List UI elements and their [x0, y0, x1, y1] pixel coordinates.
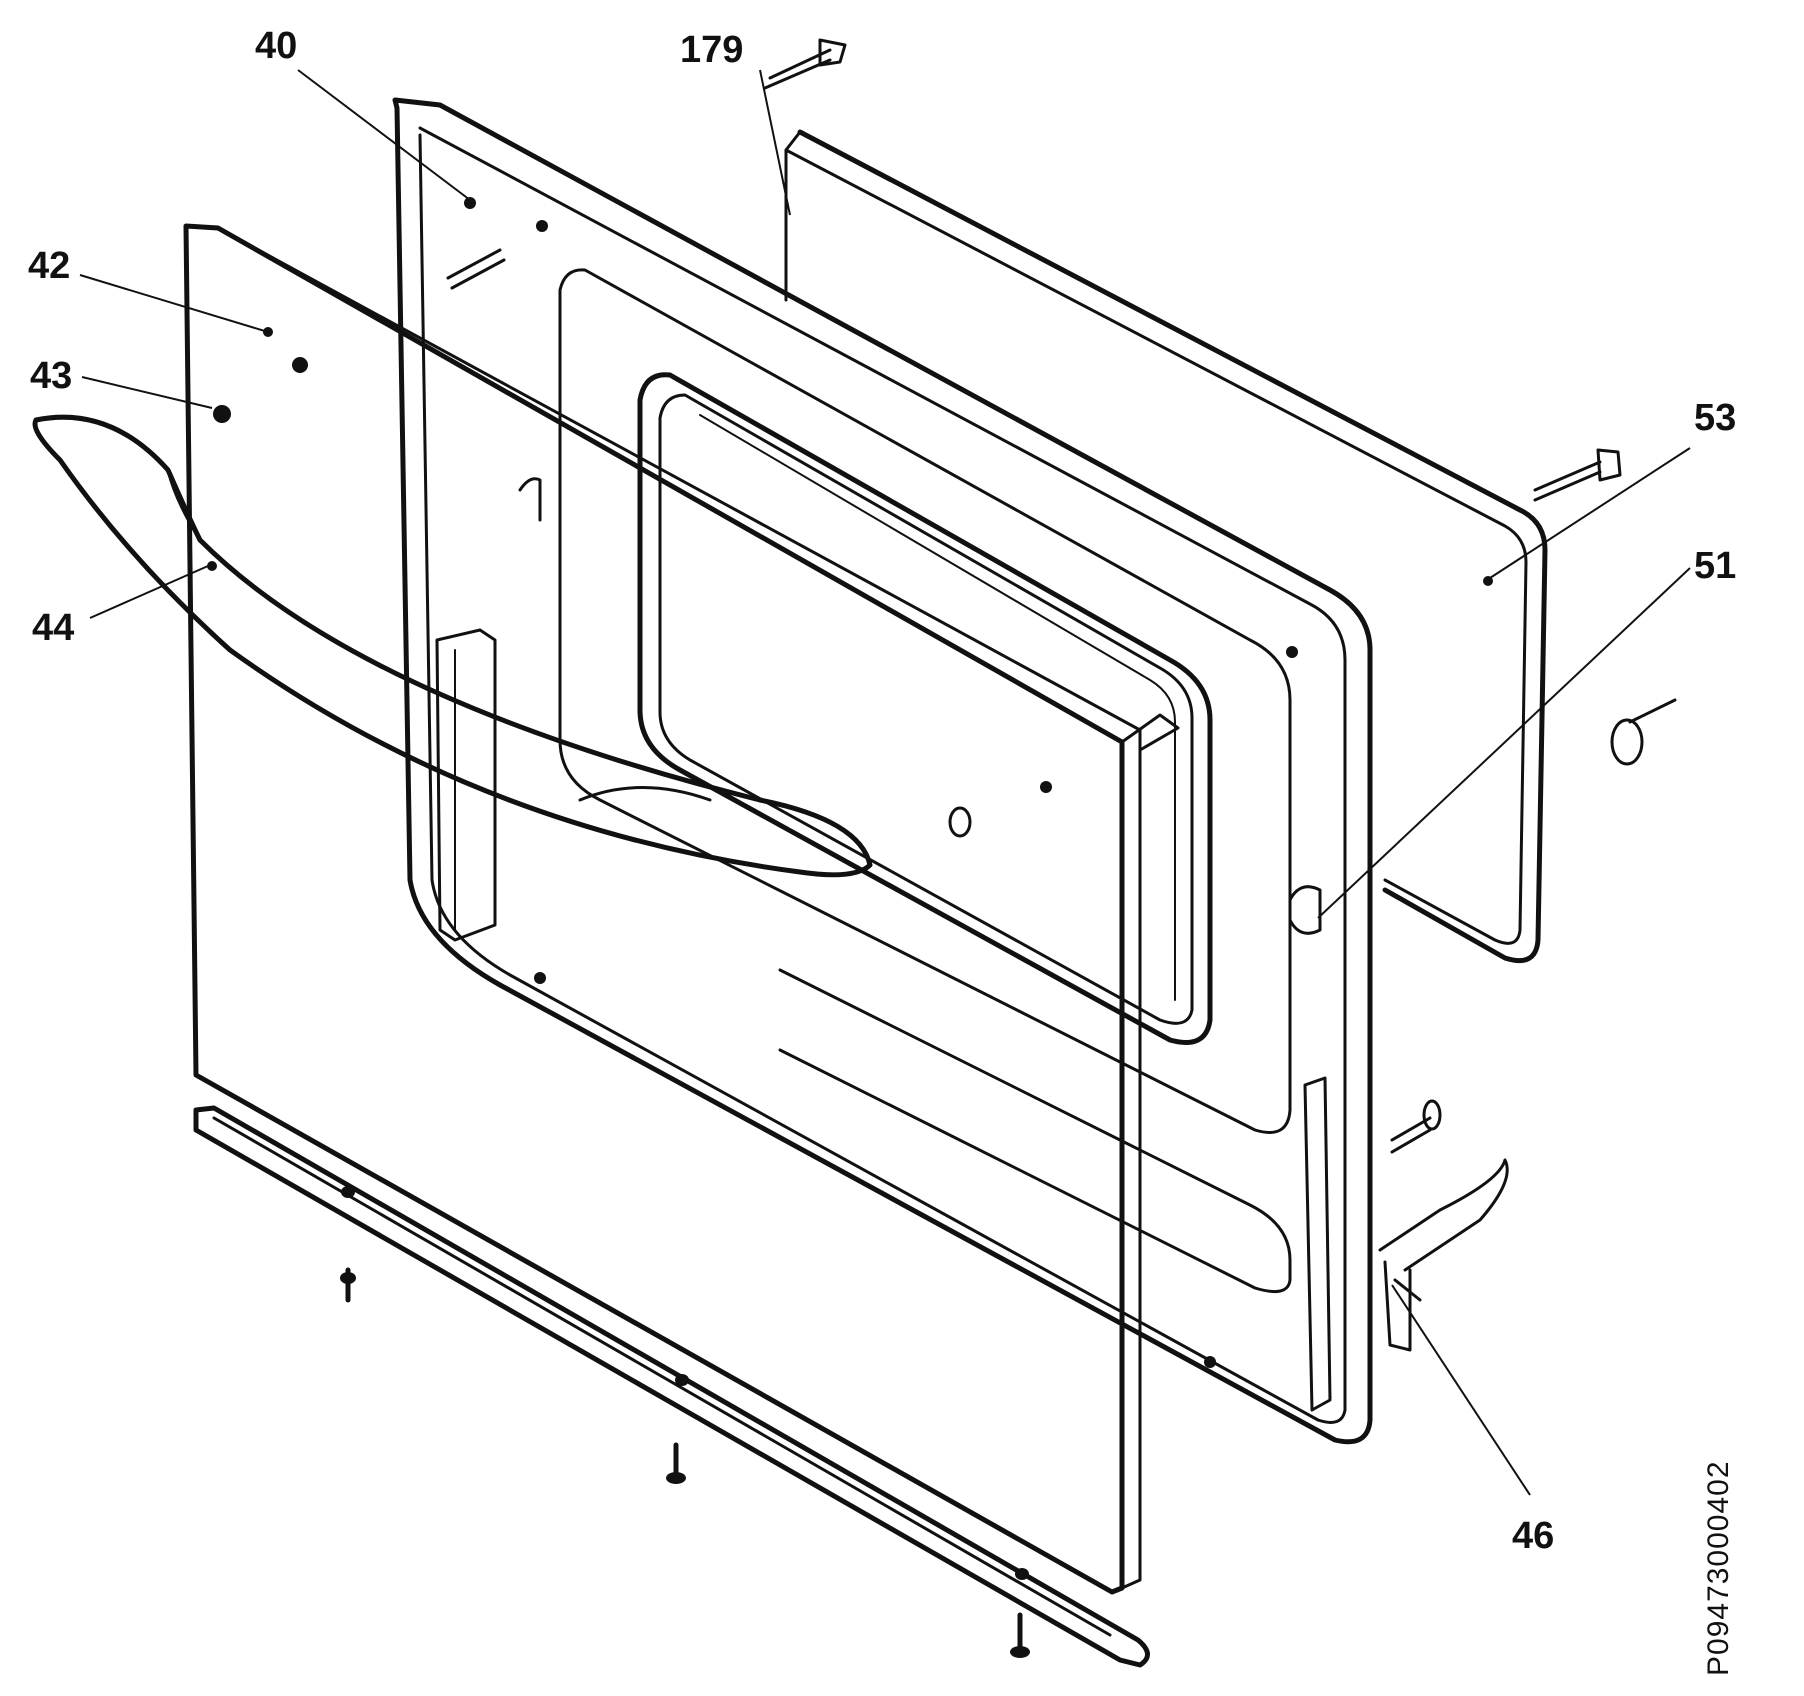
reference-code: P09473000402 — [1702, 1460, 1735, 1676]
right-clip — [1288, 885, 1322, 935]
frame-hole — [536, 220, 548, 232]
leader-179 — [759, 69, 791, 216]
callout-labels: 40 179 42 43 53 51 44 46 — [28, 25, 1736, 1557]
callout-42: 42 — [28, 245, 70, 287]
leader-51 — [1317, 567, 1691, 919]
screw-53 — [1533, 460, 1602, 492]
callout-53: 53 — [1694, 397, 1736, 439]
bottom-trim-strip — [193, 1105, 1150, 1668]
frame-hole — [534, 972, 546, 984]
middle-glass-pane — [637, 372, 1213, 1045]
leader-43 — [81, 376, 213, 409]
leader-lines — [79, 69, 1691, 1496]
leader-42 — [79, 274, 269, 333]
hinge — [1378, 1158, 1509, 1352]
callout-179: 179 — [680, 29, 743, 71]
leader-44 — [89, 565, 209, 619]
leader-40 — [297, 69, 471, 201]
callout-46: 46 — [1512, 1515, 1554, 1557]
frame-hole — [1286, 646, 1298, 658]
trim-screw-hole — [341, 1186, 355, 1198]
door-handle — [32, 414, 873, 878]
trim-screw-hole — [675, 1374, 689, 1386]
leader-53 — [1489, 447, 1691, 579]
callout-43: 43 — [30, 355, 72, 397]
frame-hole — [1204, 1356, 1216, 1368]
callout-51: 51 — [1694, 545, 1736, 587]
callout-40: 40 — [255, 25, 297, 67]
handle-hole — [207, 561, 217, 571]
front-panel-hole — [292, 357, 308, 373]
inner-door-frame — [392, 97, 1373, 1445]
front-panel-hole — [948, 806, 972, 838]
trim-screw-hole — [1015, 1568, 1029, 1580]
front-glass-panel — [183, 223, 1180, 1595]
leader-46 — [1391, 1284, 1531, 1496]
rear-glass-panel — [784, 129, 1548, 964]
frame-hole — [464, 197, 476, 209]
screws — [340, 38, 1677, 1658]
front-panel-hole — [1040, 781, 1052, 793]
callout-44: 44 — [32, 607, 74, 649]
screw-51 — [1628, 698, 1677, 724]
handle-screw-hole — [213, 405, 231, 423]
